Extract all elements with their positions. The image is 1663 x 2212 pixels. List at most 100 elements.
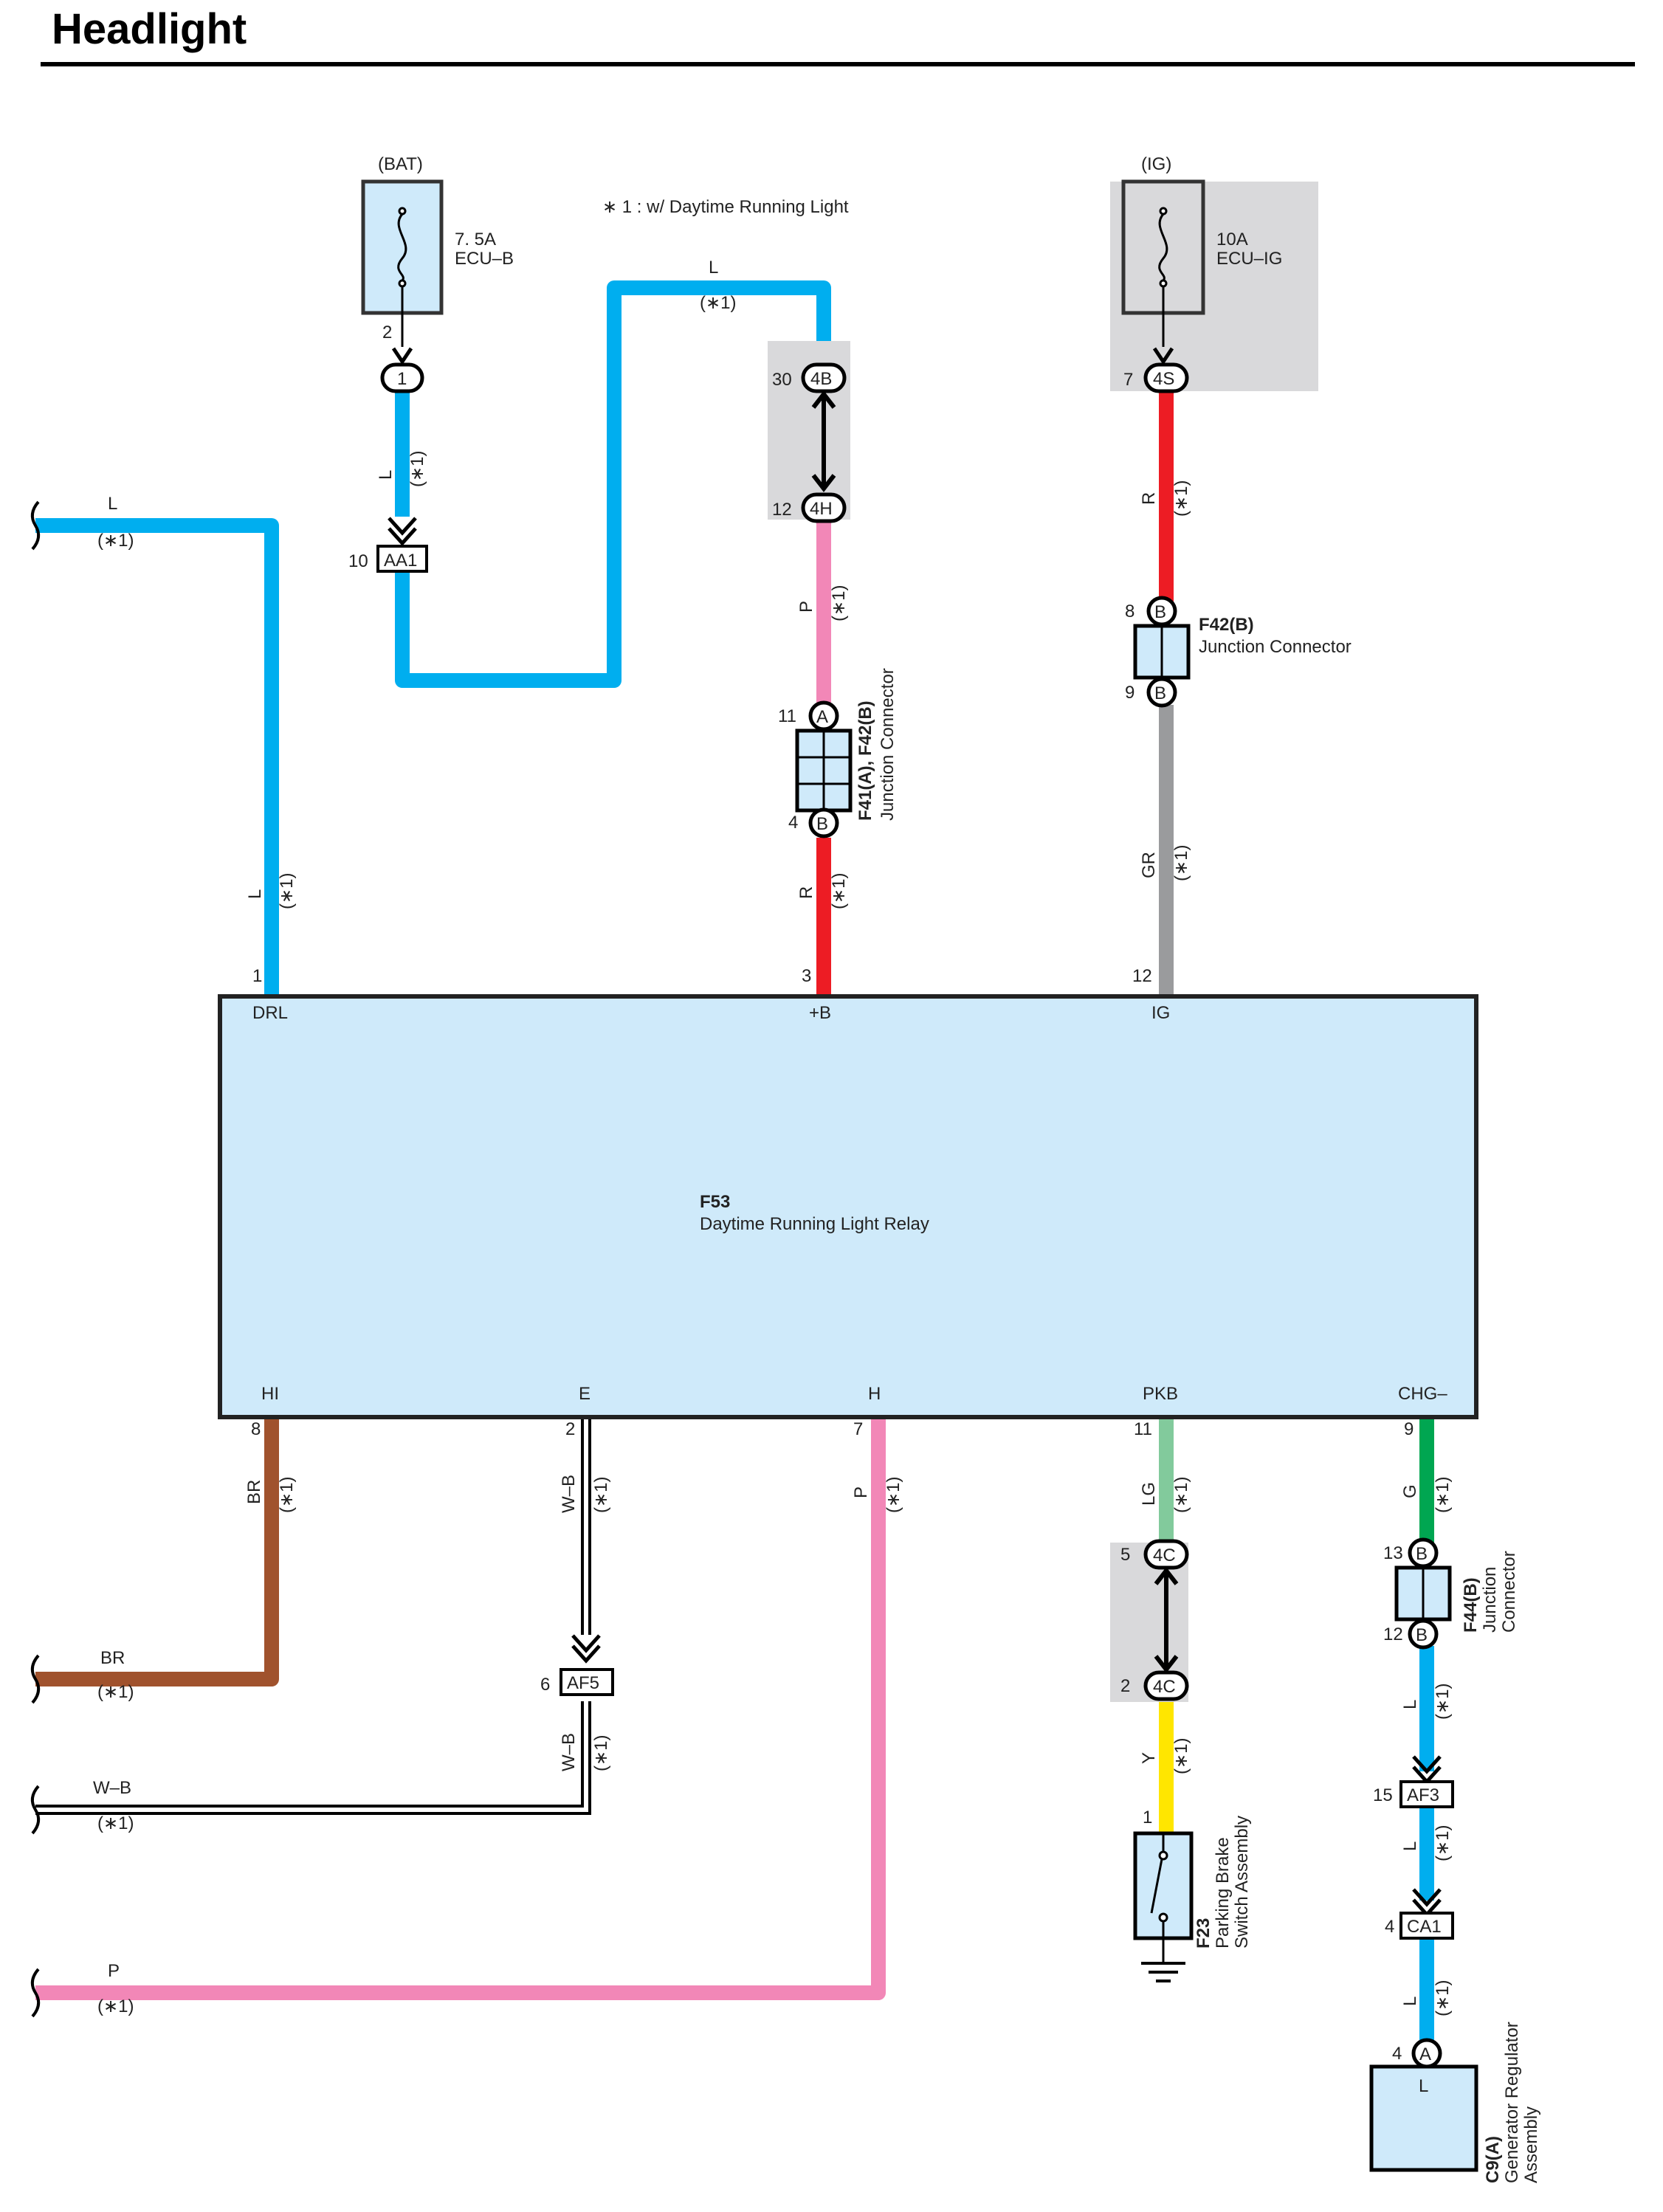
jb-4b-pin: 30 [772,370,792,390]
wire-label-l-a: L [1400,1700,1420,1709]
ca1-pin: 4 [1385,1917,1394,1937]
f42-name: Junction Connector [1199,637,1352,657]
f41-grid [797,731,850,810]
f44-pin-bot: 12 [1383,1624,1403,1644]
pin-pkb-name: PKB [1143,1384,1178,1404]
jb-4c-bot-terminal [1143,1670,1189,1701]
note-star-l-a: (∗1) [1433,1684,1453,1720]
wire-break-symbols [30,500,41,2018]
wire-label-bat: L [376,470,396,480]
bat-pin: 2 [382,323,392,342]
connector-aa1-label: AA1 [384,551,417,571]
jb-4b-label: 4B [810,369,832,389]
f23-name2: Switch Assembly [1232,1816,1252,1949]
note-star-bat: (∗1) [407,451,427,487]
f23-id: F23 [1194,1918,1213,1949]
f44-term-top: B [1416,1544,1428,1564]
wire-l-drl [35,518,279,996]
ground-icon [1141,1962,1185,1982]
note-star-plus-b: (∗1) [829,873,849,909]
ig-label: (IG) [1141,154,1171,174]
wire-label-ig-r: R [1139,492,1159,505]
pin-chg-name: CHG– [1398,1384,1447,1404]
wire-label-y: Y [1139,1752,1159,1764]
wire-label-wb: W–B [559,1475,579,1513]
note-star-p: (∗1) [829,585,849,621]
wire-l-loop [395,280,831,688]
bat-label: (BAT) [378,154,423,174]
left-wire-br-label: BR [100,1648,125,1668]
note-star-l-c: (∗1) [1433,1980,1453,2016]
wire-label-l-b: L [1400,1841,1420,1851]
f44-name1: Junction [1480,1567,1500,1633]
jb-4c-bot-pin: 2 [1120,1676,1130,1696]
note-star-left-l: (∗1) [97,531,134,551]
pin-hi-num: 8 [251,1419,261,1439]
bidirectional-arrow-icon [1154,1567,1179,1673]
c9-name2: Assembly [1521,2106,1541,2183]
pin-plus-b-name: +B [809,1003,831,1023]
note-star-l-b: (∗1) [1433,1825,1453,1861]
f42-pin-top: 8 [1125,602,1135,621]
c9-id: C9(A) [1483,2136,1503,2183]
pin-ig-name: IG [1151,1003,1170,1023]
left-wire-l-label: L [108,494,117,514]
arrow-down-icon [391,347,413,365]
note-star-br: (∗1) [277,1477,297,1513]
note-star-left-br: (∗1) [97,1682,134,1702]
note-star-top: (∗1) [700,293,736,313]
c9-term: A [1419,2044,1431,2064]
aa1-pin: 10 [348,551,368,571]
f44-term-bot: B [1416,1625,1428,1645]
f41-terminal-bot [808,807,839,838]
note-star-lg: (∗1) [1171,1477,1191,1513]
f23-name1: Parking Brake [1213,1837,1233,1949]
relay-id: F53 [700,1192,730,1212]
f42-pin-bot: 9 [1125,683,1135,703]
title-rule [41,62,1635,66]
relay-name: Daytime Running Light Relay [700,1214,929,1234]
c9-inner: L [1419,2076,1428,2096]
f41-id: F41(A), F42(B) [855,700,875,821]
bat-terminal-label: 1 [397,369,407,389]
double-arrow-down-icon [571,1634,601,1664]
f42-term-top: B [1154,602,1166,622]
note-text: ∗ 1 : w/ Daytime Running Light [602,197,849,217]
f41-term-top: A [816,707,828,727]
double-arrow-down-icon [388,517,417,546]
f44-pin-top: 13 [1383,1543,1403,1563]
f41-term-bot: B [816,814,828,834]
note-star-ig-r: (∗1) [1171,480,1191,517]
pin-plus-b-num: 3 [802,966,811,986]
jb-4h-label: 4H [810,499,833,519]
connector-af5 [560,1668,614,1696]
af3-pin: 15 [1373,1785,1393,1805]
f23-pin: 1 [1143,1808,1152,1827]
wire-label-lg: LG [1139,1482,1159,1506]
f42-terminal-bot [1146,677,1177,708]
jb-4c-top-label: 4C [1153,1546,1176,1565]
wire-label-wb-lower: W–B [559,1733,579,1771]
wire-label-top-loop: L [709,258,718,278]
connector-ca1-label: CA1 [1407,1917,1442,1937]
f42-term-bot: B [1154,683,1166,703]
jb-4h-terminal [801,492,847,523]
connector-aa1 [376,545,428,573]
jb-4h-pin: 12 [772,500,792,520]
wire-label-ph: P [851,1486,871,1498]
pin-pkb-num: 11 [1134,1419,1152,1439]
bat-terminal [380,362,424,393]
note-star-ph: (∗1) [884,1477,903,1513]
c9-pin: 4 [1392,2044,1402,2064]
relay-f53 [218,994,1478,1419]
fuse-ecu-b-rating: 7. 5A [455,230,496,249]
wire-label-plus-b: R [796,886,816,899]
f42-id: F42(B) [1199,615,1254,635]
jb-4c-bot-label: 4C [1153,1677,1176,1697]
arrow-down-icon [1152,347,1174,365]
wire-br [35,1417,279,1686]
jb-4c-top-pin: 5 [1120,1545,1130,1565]
f41-pin-bot: 4 [788,813,798,833]
fuse-ecu-ig-icon [1158,207,1168,347]
